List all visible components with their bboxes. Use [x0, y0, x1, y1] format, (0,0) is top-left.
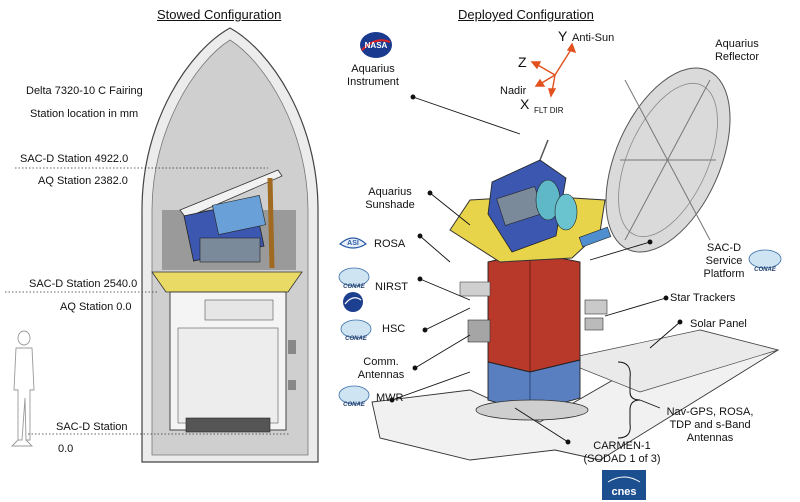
nav-gps-label-line2: TDP and s-Band	[669, 419, 751, 431]
carmen-label: CARMEN-1 (SODAD 1 of 3)	[572, 440, 672, 466]
nav-gps-label-line1: Nav-GPS, ROSA,	[666, 406, 754, 418]
axis-x-label: FLT DIR	[534, 106, 564, 115]
asi-logo-icon: ASI	[339, 237, 367, 249]
conae-logo-icon: CONAE	[338, 267, 370, 290]
conae-logo-icon: CONAE	[338, 385, 370, 408]
svg-text:CONAE: CONAE	[345, 336, 368, 342]
conae-logo-icon: CONAE	[340, 319, 372, 342]
star-trackers-label: Star Trackers	[670, 292, 736, 304]
aquarius-reflector-label-line2: Reflector	[714, 51, 760, 63]
nav-gps-label: Nav-GPS, ROSA, TDP and s-Band Antennas	[660, 406, 760, 445]
sacd-station-label: SAC-D Station	[56, 421, 128, 433]
aquarius-reflector	[605, 67, 731, 253]
aquarius-sunshade-label-line1: Aquarius	[368, 186, 412, 198]
aq-station-0-label: AQ Station 0.0	[60, 301, 132, 313]
carmen-label-line2: (SODAD 1 of 3)	[583, 453, 661, 465]
aq-station-2382-label: AQ Station 2382.0	[38, 175, 128, 187]
svg-text:CONAE: CONAE	[754, 267, 777, 273]
sacd-service-platform-label-line2: Service	[705, 255, 743, 267]
carmen-label-line1: CARMEN-1	[593, 440, 651, 452]
solar-panel-rear	[558, 329, 780, 393]
comm-antennas-label: Comm. Antennas	[348, 356, 414, 382]
svg-text:CONAE: CONAE	[343, 402, 366, 408]
aquarius-reflector-label: Aquarius Reflector	[700, 38, 774, 64]
svg-text:NASA: NASA	[365, 41, 388, 50]
axis-y: Y	[558, 28, 568, 44]
aquarius-instrument	[487, 139, 612, 253]
comm-antennas-label-line2: Antennas	[357, 369, 405, 381]
solar-panel-label: Solar Panel	[690, 318, 747, 330]
rosa-label: ROSA	[374, 238, 406, 250]
stowed-solar-panel-assembly	[179, 169, 283, 269]
aquarius-sunshade-label-line2: Sunshade	[365, 199, 415, 211]
svg-text:CONAE: CONAE	[343, 284, 366, 290]
sacd-station-4922-label: SAC-D Station 4922.0	[20, 153, 129, 165]
axis-nadir: Nadir	[500, 85, 527, 97]
cnes-logo-icon: cnes	[602, 470, 646, 500]
aquarius-instrument-label-line1: Aquarius	[351, 63, 395, 75]
axis-triad	[530, 42, 577, 98]
deployed-title: Deployed Configuration	[458, 7, 594, 22]
conae-logo-icon: CONAE	[748, 249, 782, 273]
aquarius-reflector-label-line1: Aquarius	[715, 38, 759, 50]
aquarius-instrument-label-line2: Instrument	[347, 76, 399, 88]
spacecraft-bus	[459, 251, 608, 421]
station-note-label: Station location in mm	[30, 108, 139, 120]
sacd-service-platform-label-line1: SAC-D	[706, 242, 742, 254]
nasa-logo-icon: NASA	[360, 32, 392, 58]
comm-antennas-label-line1: Comm.	[363, 356, 399, 368]
sacd-service-platform-label-line3: Platform	[703, 268, 745, 280]
axis-y-label: Anti-Sun	[572, 32, 615, 44]
stowed-bus	[169, 291, 296, 433]
esa-logo-icon	[343, 292, 363, 312]
human-scale-figure	[10, 330, 35, 447]
mwr-label: MWR	[376, 392, 404, 404]
svg-text:cnes: cnes	[611, 486, 636, 498]
aquarius-sunshade-label: Aquarius Sunshade	[356, 186, 424, 212]
stowed-sunshade	[151, 271, 303, 293]
hsc-label: HSC	[382, 323, 406, 335]
axis-z: Z	[518, 54, 527, 70]
nav-gps-label-line3: Antennas	[686, 432, 734, 444]
aquarius-instrument-label: Aquarius Instrument	[342, 63, 404, 89]
stowed-title: Stowed Configuration	[157, 7, 282, 22]
sacd-station-value: 0.0	[58, 443, 74, 455]
svg-text:ASI: ASI	[347, 240, 359, 247]
sacd-service-platform-label: SAC-D Service Platform	[698, 242, 750, 281]
fairing-label: Delta 7320-10 C Fairing	[26, 85, 143, 97]
nirst-label: NIRST	[375, 281, 408, 293]
sacd-station-2540-label: SAC-D Station 2540.0	[29, 278, 138, 290]
axis-x: X	[520, 96, 530, 112]
leader-lines	[389, 94, 683, 445]
